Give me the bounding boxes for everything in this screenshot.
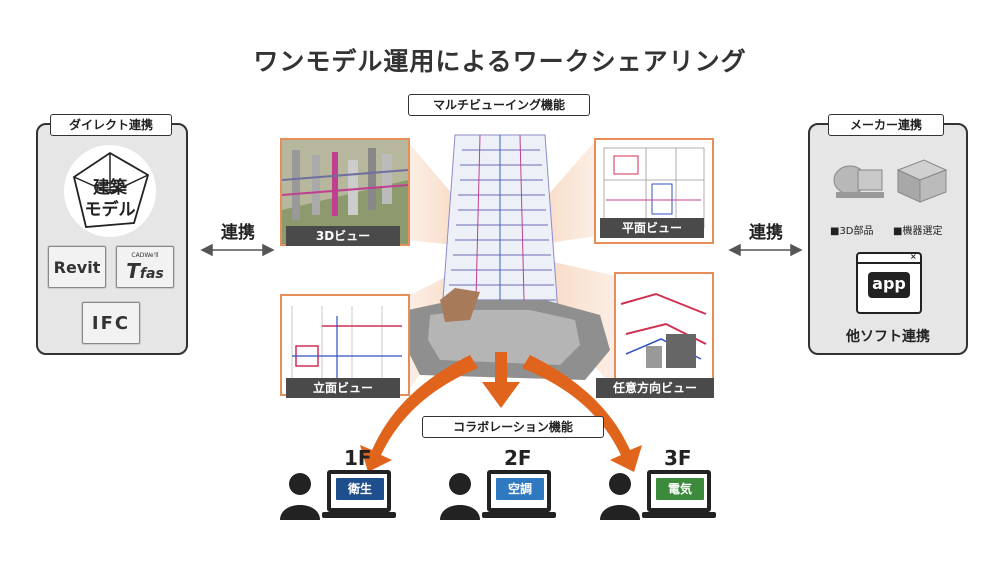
maker-link-header: メーカー連携 <box>828 114 944 136</box>
view-any-label: 任意方向ビュー <box>596 378 714 398</box>
floor-3f: 3F <box>664 446 692 470</box>
tfas-big-t: T <box>126 258 140 283</box>
link-arrows <box>200 243 803 257</box>
dept-sanitary: 衛生 <box>336 478 384 500</box>
tfas-logo: CADWe'll Tfas <box>116 246 174 288</box>
cube-icon <box>72 151 150 228</box>
other-software-link: 他ソフト連携 <box>846 329 930 345</box>
model-text-1: 建築 <box>93 178 127 198</box>
ifc-text: IFC <box>91 312 131 334</box>
item-3d-parts: ■3D部品 <box>830 226 874 237</box>
revit-text: Revit <box>53 257 101 277</box>
dept-hvac: 空調 <box>496 478 544 500</box>
floor-1f: 1F <box>344 446 372 470</box>
unit-icon <box>896 159 948 203</box>
dept-electrical: 電気 <box>656 478 704 500</box>
view-plan-label: 平面ビュー <box>600 218 704 238</box>
left-link-label: 連携 <box>221 223 255 243</box>
close-icon: × <box>910 252 917 261</box>
item-equipment-selection: ■機器選定 <box>893 226 943 237</box>
tfas-small-text: CADWe'll <box>131 251 159 259</box>
app-badge: app <box>868 272 910 298</box>
pump-icon <box>833 165 884 198</box>
model-text-2: モデル <box>84 200 136 220</box>
equipment-icons <box>833 159 948 203</box>
any-view-drawing <box>616 274 712 382</box>
view-elevation-label: 立面ビュー <box>286 378 400 398</box>
building-podium <box>405 288 610 380</box>
revit-logo: Revit <box>48 246 106 288</box>
multiview-label: マルチビューイング機能 <box>408 94 590 116</box>
collab-arrows <box>360 352 642 472</box>
app-titlebar <box>858 254 920 264</box>
page-title: ワンモデル運用によるワークシェアリング <box>253 47 747 76</box>
architecture-model-icon: 建築 モデル <box>64 145 156 237</box>
right-link-label: 連携 <box>749 223 783 243</box>
direct-link-header: ダイレクト連携 <box>50 114 172 136</box>
view-any-image <box>614 272 714 384</box>
ifc-logo: IFC <box>82 302 140 344</box>
view-3d-label: 3Dビュー <box>286 226 400 246</box>
app-window-icon: × app <box>856 252 922 314</box>
elevation-view-drawing <box>282 296 408 394</box>
collaboration-label: コラボレーション機能 <box>422 416 604 438</box>
floor-2f: 2F <box>504 446 532 470</box>
maker-link-panel <box>808 123 968 355</box>
tfas-rest-text: fas <box>139 265 164 282</box>
